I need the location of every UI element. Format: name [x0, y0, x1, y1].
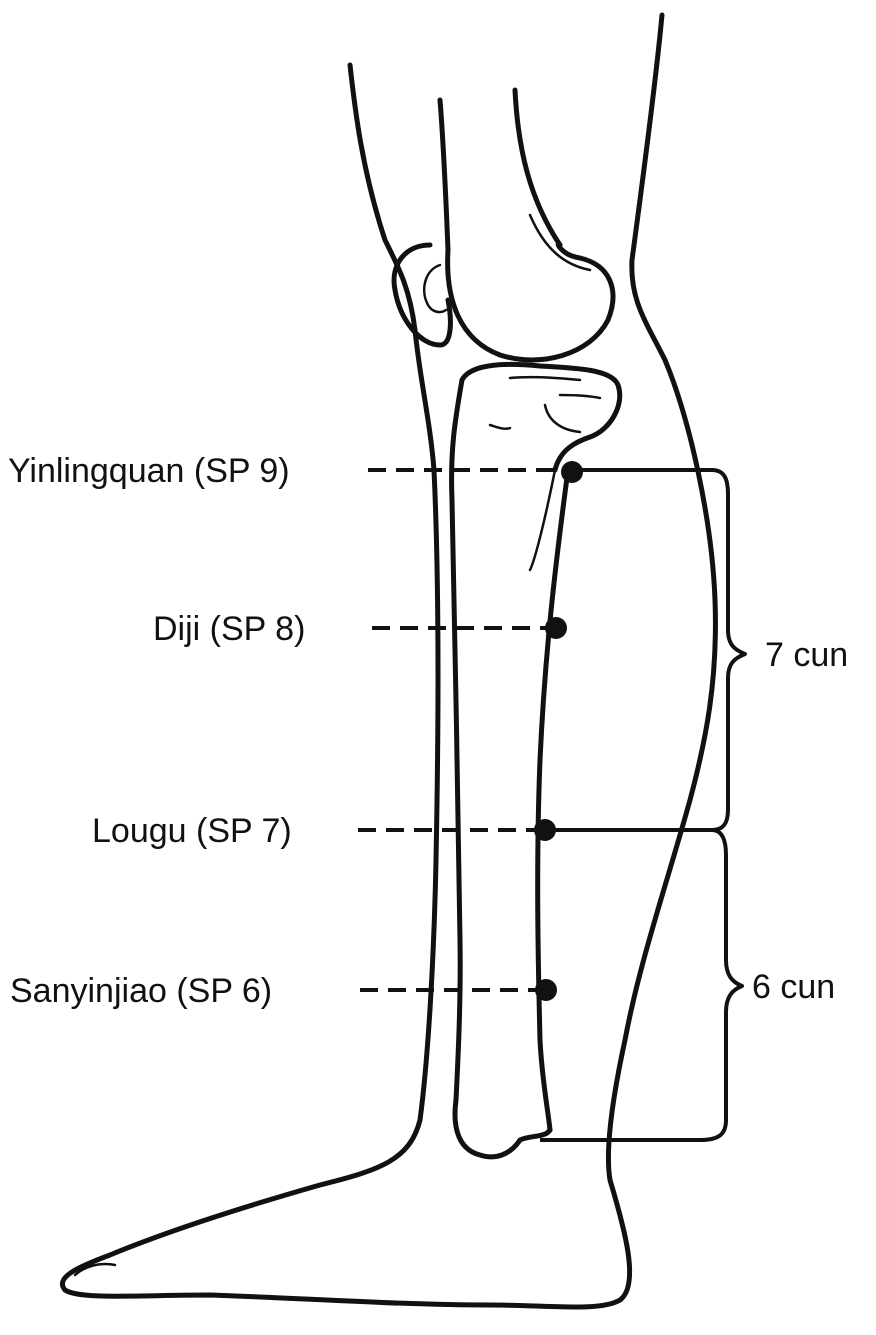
label-sp9: Yinlingquan (SP 9)	[8, 452, 290, 490]
label-6-cun: 6 cun	[752, 968, 835, 1006]
label-sp6: Sanyinjiao (SP 6)	[10, 972, 272, 1010]
femoral-condyle	[448, 244, 613, 360]
label-7-cun: 7 cun	[765, 636, 848, 674]
brace-6-cun	[700, 830, 742, 1140]
label-sp8: Diji (SP 8)	[153, 610, 305, 648]
tibia-head	[462, 364, 620, 470]
tibia-head-texture	[490, 377, 600, 432]
medial-malleolus	[455, 1100, 550, 1157]
sp9-point	[561, 461, 583, 483]
sp6-point	[535, 979, 557, 1001]
femur-line-right	[515, 90, 560, 245]
femur-line-left	[440, 100, 448, 250]
sp8-point	[545, 617, 567, 639]
sp7-point	[534, 819, 556, 841]
patella	[394, 245, 450, 345]
label-sp7: Lougu (SP 7)	[92, 812, 292, 850]
leg-back-contour	[608, 15, 715, 1180]
tibia-crest-line	[530, 470, 555, 570]
tibia-shaft-back	[538, 470, 568, 1130]
patella-inner	[424, 265, 446, 312]
